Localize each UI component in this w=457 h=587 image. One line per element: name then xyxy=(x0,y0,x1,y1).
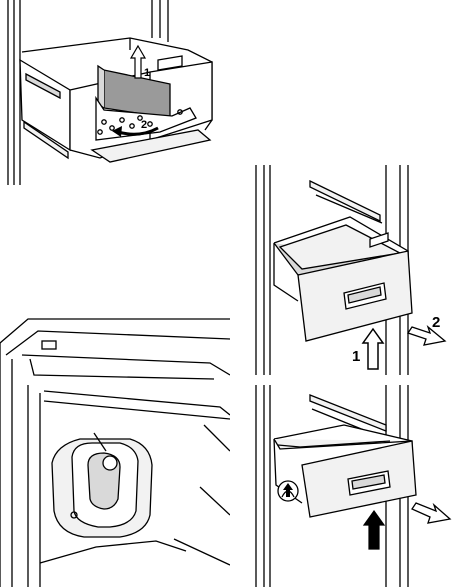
drawer-slide-illustration xyxy=(240,385,457,587)
divider-removal-illustration: 1 2 xyxy=(0,0,230,190)
step-label-2: 2 xyxy=(432,314,440,331)
up-arrow-icon xyxy=(364,511,384,549)
pull-out-arrow-icon xyxy=(412,503,450,523)
step-label-1: 1 xyxy=(144,67,150,79)
drawer-lift-illustration: 1 2 xyxy=(240,165,457,375)
figure-drawer-slide xyxy=(240,385,457,587)
figure-drawer-lift: 1 2 xyxy=(240,165,457,375)
step-label-2: 2 xyxy=(141,119,147,131)
figure-air-outlet xyxy=(0,315,230,587)
up-arrow-icon xyxy=(363,329,383,369)
air-outlet-illustration xyxy=(0,315,230,587)
step-label-1: 1 xyxy=(352,348,360,365)
figure-divider-removal: 1 2 xyxy=(0,0,230,190)
